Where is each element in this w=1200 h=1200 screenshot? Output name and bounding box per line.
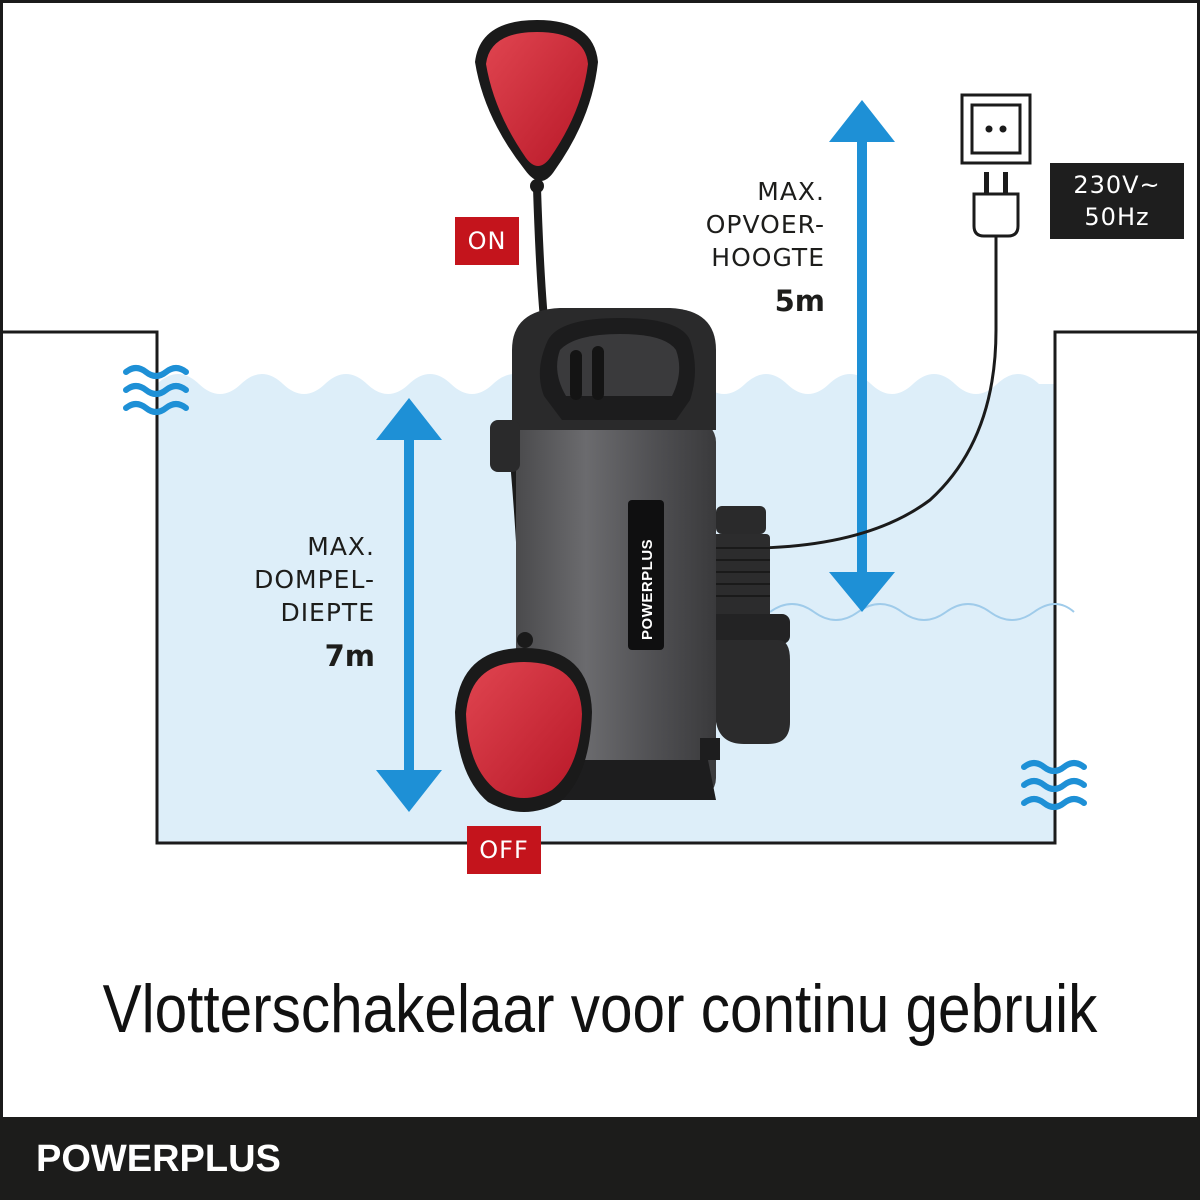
label-line: MAX. [757,177,825,206]
footer-brand-logo: POWERPLUS [36,1138,281,1180]
float-switch-icon [455,632,592,812]
caption: Vlotterschakelaar voor continu gebruik [102,971,1098,1047]
label-line: OPVOER- [705,210,825,239]
double-arrow-icon [829,100,895,612]
label-line: HOOGTE [711,243,825,272]
switch-off-badge: OFF [467,826,541,874]
double-arrow-icon [376,398,442,812]
waves-icon [123,365,189,415]
label-line: MAX. [307,532,375,561]
wall-socket-icon [960,93,1032,165]
footer-bar: POWERPLUS [0,1117,1200,1200]
label-line: DIEPTE [280,598,375,627]
float-cable [533,184,549,334]
voltage-text: 230V~ [1073,171,1161,199]
voltage-badge: 230V~ 50Hz [1050,163,1184,239]
label-line: DOMPEL- [254,565,375,594]
pump-brand-print: POWERPLUS [639,539,656,640]
max-lift-height-label: MAX. OPVOER- HOOGTE 5m [665,175,825,318]
power-plug-icon [972,172,1020,238]
float-switch-icon [475,20,598,193]
label-value: 7m [324,639,375,673]
frequency-text: 50Hz [1084,203,1150,231]
power-cord [759,236,998,550]
max-immersion-depth-label: MAX. DOMPEL- DIEPTE 7m [215,530,375,673]
switch-on-badge: ON [455,217,519,265]
lower-water-line [769,603,1075,621]
waves-icon [1021,760,1087,810]
label-value: 5m [774,284,825,318]
